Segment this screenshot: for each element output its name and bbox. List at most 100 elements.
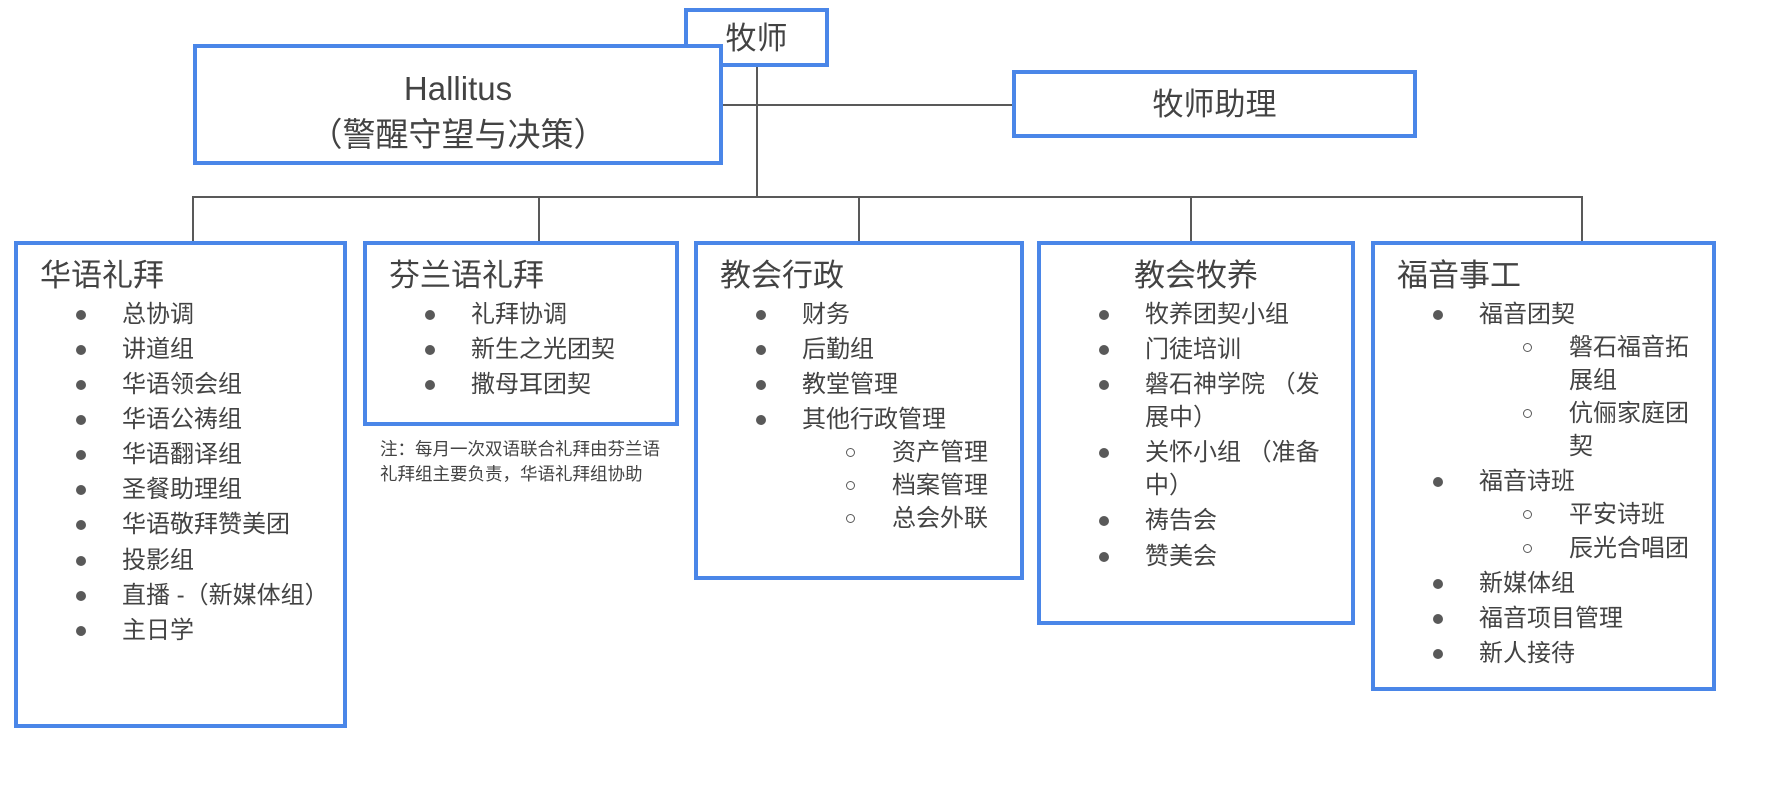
list-item[interactable]: 新媒体组 — [1433, 567, 1704, 600]
list-item-label: 福音诗班 — [1479, 468, 1575, 496]
department-item-list: 牧养团契小组 门徒培训 磐石神学院 （发展中） 关怀小组 （准备中） 祷告会 赞… — [1041, 298, 1351, 573]
list-item-label: 投影组 — [122, 546, 194, 574]
list-item-label: 新媒体组 — [1479, 569, 1575, 597]
list-item[interactable]: 祷告会 — [1099, 504, 1343, 537]
footnote-bilingual-service: 注：每月一次双语联合礼拜由芬兰语礼拜组主要负责，华语礼拜组协助 — [380, 439, 660, 485]
department-title: 福音事工 — [1397, 258, 1521, 293]
connector-pastor-vertical — [756, 67, 758, 197]
sub-item-list: 平安诗班 辰光合唱团 — [1479, 498, 1704, 564]
sub-list-item[interactable]: 伉俪家庭团契 — [1523, 397, 1704, 463]
sub-list-item[interactable]: 磐石福音拓展组 — [1523, 331, 1704, 397]
sub-list-item-label: 辰光合唱团 — [1569, 534, 1689, 562]
list-item-label: 讲道组 — [122, 335, 194, 363]
list-item[interactable]: 圣餐助理组 — [76, 473, 335, 506]
list-item-label: 福音团契 — [1479, 300, 1575, 328]
sub-item-list: 资产管理 档案管理 总会外联 — [802, 436, 1012, 535]
list-item-label: 华语领会组 — [122, 370, 242, 398]
department-item-list: 总协调 讲道组 华语领会组 华语公祷组 华语翻译组 圣餐助理组 华语敬拜赞美团 … — [18, 298, 343, 647]
node-hallitus[interactable]: Hallitus （警醒守望与决策） — [193, 44, 723, 165]
sub-list-item-label: 档案管理 — [892, 472, 988, 500]
node-department-pastoral-care[interactable]: 教会牧养 牧养团契小组 门徒培训 磐石神学院 （发展中） 关怀小组 （准备中） … — [1037, 241, 1355, 625]
list-item[interactable]: 其他行政管理 资产管理 档案管理 总会外联 — [756, 403, 1012, 535]
list-item-label: 华语敬拜赞美团 — [122, 511, 290, 539]
list-item-label: 华语翻译组 — [122, 441, 242, 469]
list-item[interactable]: 礼拜协调 — [425, 298, 667, 331]
connector-drop-pastoral — [1190, 196, 1192, 242]
list-item[interactable]: 华语领会组 — [76, 368, 335, 401]
list-item[interactable]: 华语敬拜赞美团 — [76, 508, 335, 541]
list-item[interactable]: 福音项目管理 — [1433, 602, 1704, 635]
list-item[interactable]: 投影组 — [76, 544, 335, 577]
sub-list-item-label: 总会外联 — [892, 505, 988, 533]
sub-list-item-label: 磐石福音拓展组 — [1569, 333, 1689, 394]
node-pastor-label: 牧师 — [725, 21, 788, 56]
list-item-label: 撒母耳团契 — [471, 370, 591, 398]
list-item-label: 直播 -（新媒体组） — [122, 581, 329, 609]
list-item[interactable]: 撒母耳团契 — [425, 368, 667, 401]
department-item-list: 福音团契 磐石福音拓展组 伉俪家庭团契 福音诗班 平安诗班 辰光合唱团 新媒体组… — [1375, 298, 1712, 670]
list-item[interactable]: 财务 — [756, 298, 1012, 331]
list-item-label: 新生之光团契 — [471, 335, 615, 363]
list-item[interactable]: 总协调 — [76, 298, 335, 331]
sub-list-item-label: 资产管理 — [892, 439, 988, 467]
list-item-label: 关怀小组 （准备中） — [1145, 439, 1320, 500]
node-department-church-administration[interactable]: 教会行政 财务 后勤组 教堂管理 其他行政管理 资产管理 档案管理 总会外联 — [694, 241, 1024, 580]
list-item-label: 其他行政管理 — [802, 406, 946, 434]
node-department-gospel-ministry[interactable]: 福音事工 福音团契 磐石福音拓展组 伉俪家庭团契 福音诗班 平安诗班 辰光合唱团… — [1371, 241, 1716, 691]
sub-list-item[interactable]: 资产管理 — [846, 436, 1012, 469]
list-item-label: 圣餐助理组 — [122, 476, 242, 504]
list-item-label: 后勤组 — [802, 335, 874, 363]
list-item[interactable]: 主日学 — [76, 614, 335, 647]
list-item-label: 磐石神学院 （发展中） — [1145, 370, 1320, 432]
connector-drop-chinese — [192, 196, 194, 242]
list-item[interactable]: 后勤组 — [756, 333, 1012, 366]
list-item-label: 教堂管理 — [802, 370, 898, 398]
department-title: 华语礼拜 — [40, 258, 164, 293]
list-item[interactable]: 门徒培训 — [1099, 333, 1343, 366]
node-department-finnish-service[interactable]: 芬兰语礼拜 礼拜协调 新生之光团契 撒母耳团契 — [363, 241, 679, 426]
list-item[interactable]: 福音诗班 平安诗班 辰光合唱团 — [1433, 465, 1704, 564]
sub-list-item-label: 伉俪家庭团契 — [1569, 400, 1689, 461]
list-item-label: 主日学 — [122, 616, 194, 644]
sub-list-item[interactable]: 总会外联 — [846, 502, 1012, 535]
list-item-label: 新人接待 — [1479, 639, 1575, 667]
list-item[interactable]: 关怀小组 （准备中） — [1099, 436, 1343, 502]
list-item[interactable]: 牧养团契小组 — [1099, 298, 1343, 331]
list-item-label: 门徒培训 — [1145, 335, 1241, 363]
list-item[interactable]: 讲道组 — [76, 333, 335, 366]
sub-list-item[interactable]: 档案管理 — [846, 469, 1012, 502]
sub-list-item-label: 平安诗班 — [1569, 501, 1665, 529]
connector-spine — [192, 196, 1582, 198]
connector-drop-gospel — [1581, 196, 1583, 242]
list-item[interactable]: 华语翻译组 — [76, 438, 335, 471]
list-item[interactable]: 新人接待 — [1433, 637, 1704, 670]
list-item[interactable]: 赞美会 — [1099, 540, 1343, 573]
list-item[interactable]: 新生之光团契 — [425, 333, 667, 366]
list-item[interactable]: 华语公祷组 — [76, 403, 335, 436]
list-item-label: 财务 — [802, 300, 850, 328]
node-hallitus-label: Hallitus （警醒守望与决策） — [309, 70, 607, 154]
list-item-label: 赞美会 — [1145, 542, 1217, 570]
department-title: 教会牧养 — [1134, 258, 1258, 293]
connector-drop-admin — [858, 196, 860, 242]
list-item[interactable]: 直播 -（新媒体组） — [76, 579, 335, 612]
department-item-list: 礼拜协调 新生之光团契 撒母耳团契 — [367, 298, 675, 401]
sub-list-item[interactable]: 辰光合唱团 — [1523, 532, 1704, 565]
node-pastor-assistant[interactable]: 牧师助理 — [1012, 70, 1417, 138]
department-title: 芬兰语礼拜 — [389, 258, 544, 293]
sub-list-item[interactable]: 平安诗班 — [1523, 498, 1704, 531]
list-item[interactable]: 福音团契 磐石福音拓展组 伉俪家庭团契 — [1433, 298, 1704, 464]
list-item-label: 福音项目管理 — [1479, 604, 1623, 632]
list-item[interactable]: 教堂管理 — [756, 368, 1012, 401]
list-item-label: 牧养团契小组 — [1145, 300, 1289, 328]
department-item-list: 财务 后勤组 教堂管理 其他行政管理 资产管理 档案管理 总会外联 — [698, 298, 1020, 536]
node-pastor-assistant-label: 牧师助理 — [1152, 87, 1277, 122]
list-item-label: 礼拜协调 — [471, 300, 567, 328]
list-item-label: 祷告会 — [1145, 507, 1217, 535]
department-title: 教会行政 — [720, 258, 844, 293]
list-item[interactable]: 磐石神学院 （发展中） — [1099, 368, 1343, 434]
connector-drop-finnish — [538, 196, 540, 242]
connector-hallitus-assistant — [723, 104, 1012, 106]
node-department-chinese-service[interactable]: 华语礼拜 总协调 讲道组 华语领会组 华语公祷组 华语翻译组 圣餐助理组 华语敬… — [14, 241, 347, 728]
